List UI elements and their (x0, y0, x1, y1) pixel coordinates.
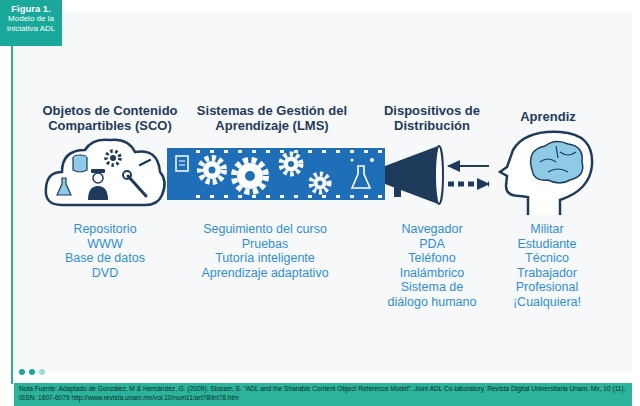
heading-group: Objetos de Contenido Compartibles (SCO) (39, 103, 181, 133)
list-item: Profesional (492, 280, 602, 295)
perforation (280, 195, 284, 198)
column-heading: Aprendiz (498, 109, 598, 124)
megaphone-icon (385, 146, 443, 204)
cloud-icon (46, 140, 165, 205)
perforation (224, 150, 228, 153)
lms-band (167, 148, 385, 200)
heading-group: Sistemas de Gestión del Aprendizaje (LMS… (188, 103, 356, 133)
item-list: MilitarEstudianteTécnicoTrabajadorProfes… (492, 222, 602, 309)
list-item: Estudiante (492, 237, 602, 252)
perforation (252, 195, 256, 198)
list-item: Repositorio (40, 222, 170, 237)
column-heading: Sistemas de Gestión del Aprendizaje (LMS… (188, 103, 356, 133)
perforation (196, 195, 200, 198)
model-column: Dispositivos de DistribuciónNavegadorPDA… (385, 140, 445, 208)
perforation (308, 195, 312, 198)
head-icon (500, 132, 592, 215)
model-column: AprendizMilitarEstudianteTécnicoTrabajad… (492, 132, 592, 218)
item-list: Seguimiento del cursoPruebasTutoría inte… (195, 222, 335, 280)
perforation (378, 195, 382, 198)
perforation (294, 195, 298, 198)
list-item: Técnico (492, 251, 602, 266)
dot (39, 369, 45, 375)
perforation (378, 150, 382, 153)
perforation (224, 195, 228, 198)
perforation (350, 195, 354, 198)
perforation (322, 195, 326, 198)
list-item: Base de datos (40, 251, 170, 266)
model-column: Objetos de Contenido Compartibles (SCO)R… (45, 138, 167, 208)
column-heading: Dispositivos de Distribución (371, 103, 493, 133)
list-item: Militar (492, 222, 602, 237)
list-item: Navegador (384, 222, 480, 237)
perforation (280, 150, 284, 153)
perforation (364, 150, 368, 153)
perforation (210, 150, 214, 153)
caption-bar: Nota Fuente: Adaptado de González, M & H… (14, 383, 632, 406)
list-item: Inalámbrico (384, 266, 480, 281)
perforation (336, 150, 340, 153)
perforation (266, 195, 270, 198)
perforation (238, 150, 242, 153)
side-rule (11, 46, 13, 384)
list-item: Aprendizaje adaptativo (195, 266, 335, 281)
dot (19, 369, 25, 375)
heading-group: Dispositivos de Distribución (371, 103, 493, 133)
figure-number: Figura 1. (2, 3, 60, 14)
list-item: Teléfono (384, 251, 480, 266)
dot (29, 369, 35, 375)
perforation (294, 150, 298, 153)
perforation (196, 150, 200, 153)
list-item: ¡Cualquiera! (492, 295, 602, 310)
perforation (308, 150, 312, 153)
list-item: PDA (384, 237, 480, 252)
figure-tab: Figura 1.Modelo de la Iniciativa ADL (0, 0, 62, 46)
flow-arrow (448, 165, 489, 167)
list-item: Tutoría inteligente (195, 251, 335, 266)
source-note: Nota Fuente: Adaptado de González, M & H… (19, 385, 627, 402)
list-item: Sistema de diálogo humano (384, 280, 480, 309)
perforation (266, 150, 270, 153)
list-item: Trabajador (492, 266, 602, 281)
perforation (210, 195, 214, 198)
perforation (238, 195, 242, 198)
figure-title: Modelo de la Iniciativa ADL (2, 14, 60, 33)
panel (14, 12, 632, 372)
list-item: WWW (40, 237, 170, 252)
perforation (336, 195, 340, 198)
perforation (364, 195, 368, 198)
perforation (322, 150, 326, 153)
model-column: Sistemas de Gestión del Aprendizaje (LMS… (167, 145, 385, 201)
heading-group: Aprendiz (498, 109, 598, 124)
flow-arrow (448, 182, 489, 187)
item-list: NavegadorPDATeléfonoInalámbricoSistema d… (384, 222, 480, 309)
list-item: Seguimiento del curso (195, 222, 335, 237)
list-item: DVD (40, 266, 170, 281)
column-heading: Objetos de Contenido Compartibles (SCO) (39, 103, 181, 133)
perforation (252, 150, 256, 153)
item-list: RepositorioWWWBase de datosDVD (40, 222, 170, 280)
perforation (350, 150, 354, 153)
list-item: Pruebas (195, 237, 335, 252)
